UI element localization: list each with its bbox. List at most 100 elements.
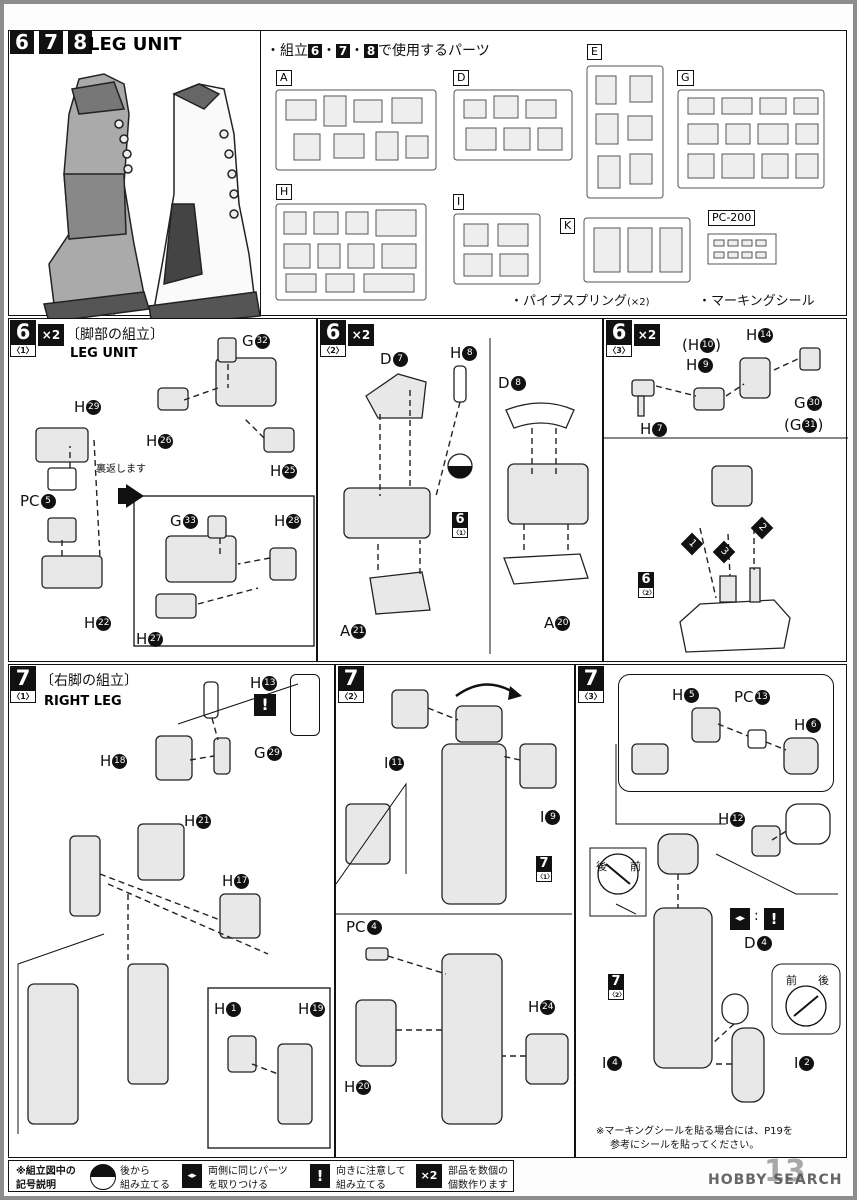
- part-number: 8: [462, 346, 478, 361]
- both-sides-icon: ◂▸: [730, 908, 750, 930]
- part-letter: H: [74, 398, 86, 416]
- part-letter: I: [602, 1054, 607, 1072]
- part-letter: H: [100, 752, 112, 770]
- part-letter: I: [384, 754, 389, 772]
- part-letter: (G: [784, 416, 802, 434]
- part-letter: H: [214, 1000, 226, 1018]
- step-6-3-number: 6: [606, 320, 632, 344]
- part-letter: H: [146, 432, 158, 450]
- ref-number: 6: [452, 512, 468, 527]
- part-suffix: ): [817, 416, 824, 434]
- part-number: 26: [158, 434, 174, 449]
- ref-number: 7: [536, 856, 552, 871]
- step-6-2-diagram: [343, 338, 589, 654]
- pipe-spring-label: ・パイプスプリング(×2): [510, 290, 650, 309]
- part-number: 21: [196, 814, 212, 829]
- legend-item-2-line1: 両側に同じパーツ: [208, 1166, 288, 1177]
- pipe-spring-qty: (×2): [627, 297, 650, 308]
- part-number: 5: [40, 494, 56, 509]
- legend-title-2: 記号説明: [16, 1180, 56, 1191]
- step-7-3-sub: 〈3〉: [578, 690, 604, 703]
- legend-item-1-line2: 組み立てる: [120, 1180, 170, 1191]
- legend-item-1-line1: 後から: [120, 1166, 150, 1177]
- part-number: 6: [806, 718, 822, 733]
- quantity-legend-icon: ×2: [416, 1164, 442, 1188]
- legend-item-2-line2: を取りつける: [208, 1180, 269, 1191]
- legend-item-3-line2: 組み立てる: [336, 1180, 386, 1191]
- part-number: 12: [730, 812, 746, 827]
- step-7-1-title-jp: 〔右脚の組立〕: [40, 673, 138, 689]
- step-7-3-badge: 7 〈3〉: [578, 666, 604, 703]
- part-number: 33: [182, 514, 198, 529]
- step-6-3-x2: ×2: [634, 324, 660, 346]
- part-number: 10: [700, 338, 716, 353]
- ref-number: 6: [638, 572, 654, 587]
- part-letter: H: [250, 674, 262, 692]
- part-number: 7: [652, 422, 668, 437]
- runner-tag-h: H: [276, 184, 293, 200]
- part-number: 5: [684, 688, 700, 703]
- ref-sub: 〈1〉: [452, 527, 469, 538]
- caption-step-7: 7: [336, 44, 350, 58]
- part-number: 29: [86, 400, 102, 415]
- part-number: 1: [226, 1002, 242, 1017]
- legend-item-4-line1: 部品を数個の: [448, 1166, 508, 1177]
- part-letter: D: [744, 934, 756, 952]
- part-letter: H: [136, 630, 148, 648]
- runner-tag-k: K: [560, 218, 576, 234]
- part-letter: H: [298, 1000, 310, 1018]
- part-letter: D: [498, 374, 510, 392]
- step-7-1-title-en: RIGHT LEG: [44, 694, 122, 709]
- part-number: 4: [607, 1056, 623, 1071]
- step-7-3-inset: [618, 674, 834, 792]
- step-7-2-sub: 〈2〉: [338, 690, 364, 703]
- step-6-divider-1: [316, 318, 318, 662]
- step-6-2-ref: 6 〈1〉: [452, 512, 469, 538]
- ref-sub: 〈2〉: [608, 989, 625, 1000]
- marking-note-1: ※マーキングシールを貼る場合には、P19を: [596, 1126, 793, 1137]
- step-6-divider-2: [602, 318, 604, 662]
- ref-number: 7: [608, 974, 624, 989]
- back-label-2: 後: [818, 974, 829, 987]
- part-letter: G: [794, 394, 806, 412]
- back-label-1: 後: [596, 860, 607, 873]
- part-number: 22: [96, 616, 112, 631]
- step-7-1-sub: 〈1〉: [10, 690, 36, 703]
- step-6-3-sub: 〈3〉: [606, 344, 632, 357]
- legend-item-3-line1: 向きに注意して: [336, 1166, 406, 1177]
- part-letter: H: [450, 344, 462, 362]
- step-6-2-number: 6: [320, 320, 346, 344]
- step-6-2-sub: 〈2〉: [320, 344, 346, 357]
- step-6-1-x2: ×2: [38, 324, 64, 346]
- part-letter: I: [794, 1054, 799, 1072]
- marking-note-2: 参考にシールを貼ってください。: [610, 1140, 760, 1151]
- step-7-1-number: 7: [10, 666, 36, 690]
- runner-tag-a: A: [276, 70, 292, 86]
- flip-note: 裏返します: [96, 464, 146, 475]
- part-number: 11: [389, 756, 405, 771]
- part-letter: A: [340, 622, 351, 640]
- part-number: 9: [545, 810, 561, 825]
- part-letter: PC: [346, 918, 366, 936]
- part-number: 9: [698, 358, 714, 373]
- runner-tag-g: G: [677, 70, 694, 86]
- step-number-6: 6: [10, 30, 34, 54]
- watermark: HOBBY SEARCH: [708, 1172, 843, 1188]
- step-7-divider-1: [334, 664, 336, 1158]
- part-letter: H: [222, 872, 234, 890]
- step-6-2-x2: ×2: [348, 324, 374, 346]
- part-letter: H: [184, 812, 196, 830]
- step-7-2-number: 7: [338, 666, 364, 690]
- step-6-1-title-en: LEG UNIT: [70, 346, 138, 361]
